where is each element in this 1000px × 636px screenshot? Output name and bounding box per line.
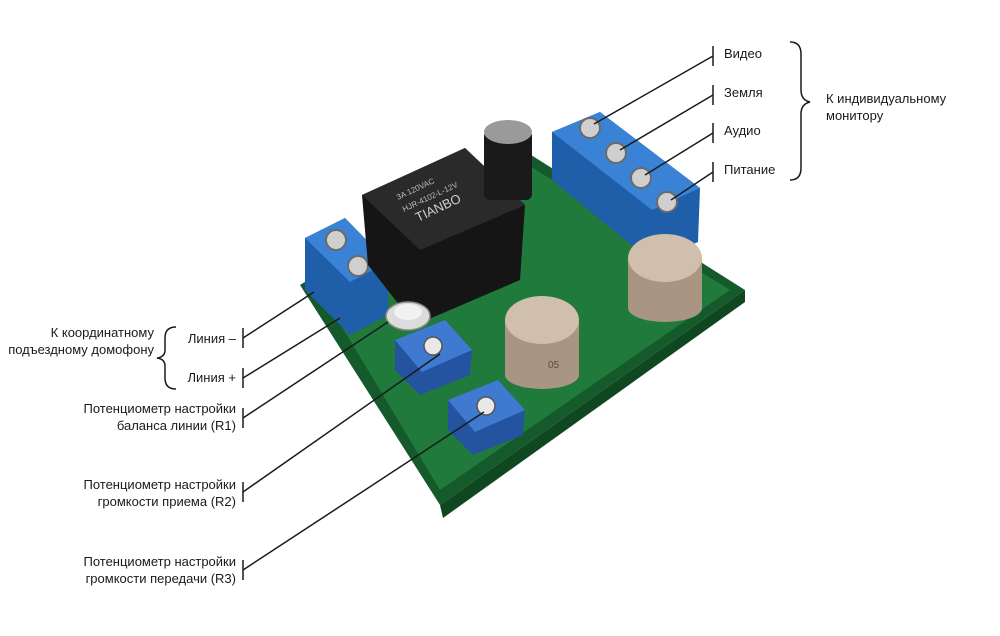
label-line-plus: Линия + bbox=[187, 370, 236, 385]
label-pot-r3: Потенциометр настройки громкости передач… bbox=[83, 554, 236, 586]
left-terminal-block bbox=[305, 218, 388, 335]
label-audio: Аудио bbox=[724, 123, 761, 138]
label-coordinate-intercom: К координатному подъездному домофону bbox=[8, 325, 154, 357]
transistor-marking: 05 bbox=[548, 360, 560, 371]
capacitor bbox=[484, 120, 532, 200]
right-terminal-block bbox=[552, 112, 700, 262]
right-brace bbox=[789, 41, 811, 181]
label-individual-monitor: К индивидуальному монитору bbox=[826, 91, 947, 123]
label-line-minus: Линия – bbox=[187, 331, 236, 346]
label-power: Питание bbox=[724, 162, 776, 177]
trimmers bbox=[395, 320, 525, 455]
right-leaders bbox=[593, 46, 714, 201]
label-pot-r2: Потенциометр настройки громкости приема … bbox=[83, 477, 236, 509]
label-pot-r1: Потенциометр настройки баланса линии (R1… bbox=[83, 401, 236, 433]
transistor-cans bbox=[505, 234, 702, 389]
trimmer-capacitor bbox=[385, 301, 431, 331]
label-video: Видео bbox=[724, 46, 762, 61]
left-brace bbox=[156, 326, 177, 390]
label-ground: Земля bbox=[724, 85, 763, 100]
left-leaders bbox=[242, 291, 485, 580]
